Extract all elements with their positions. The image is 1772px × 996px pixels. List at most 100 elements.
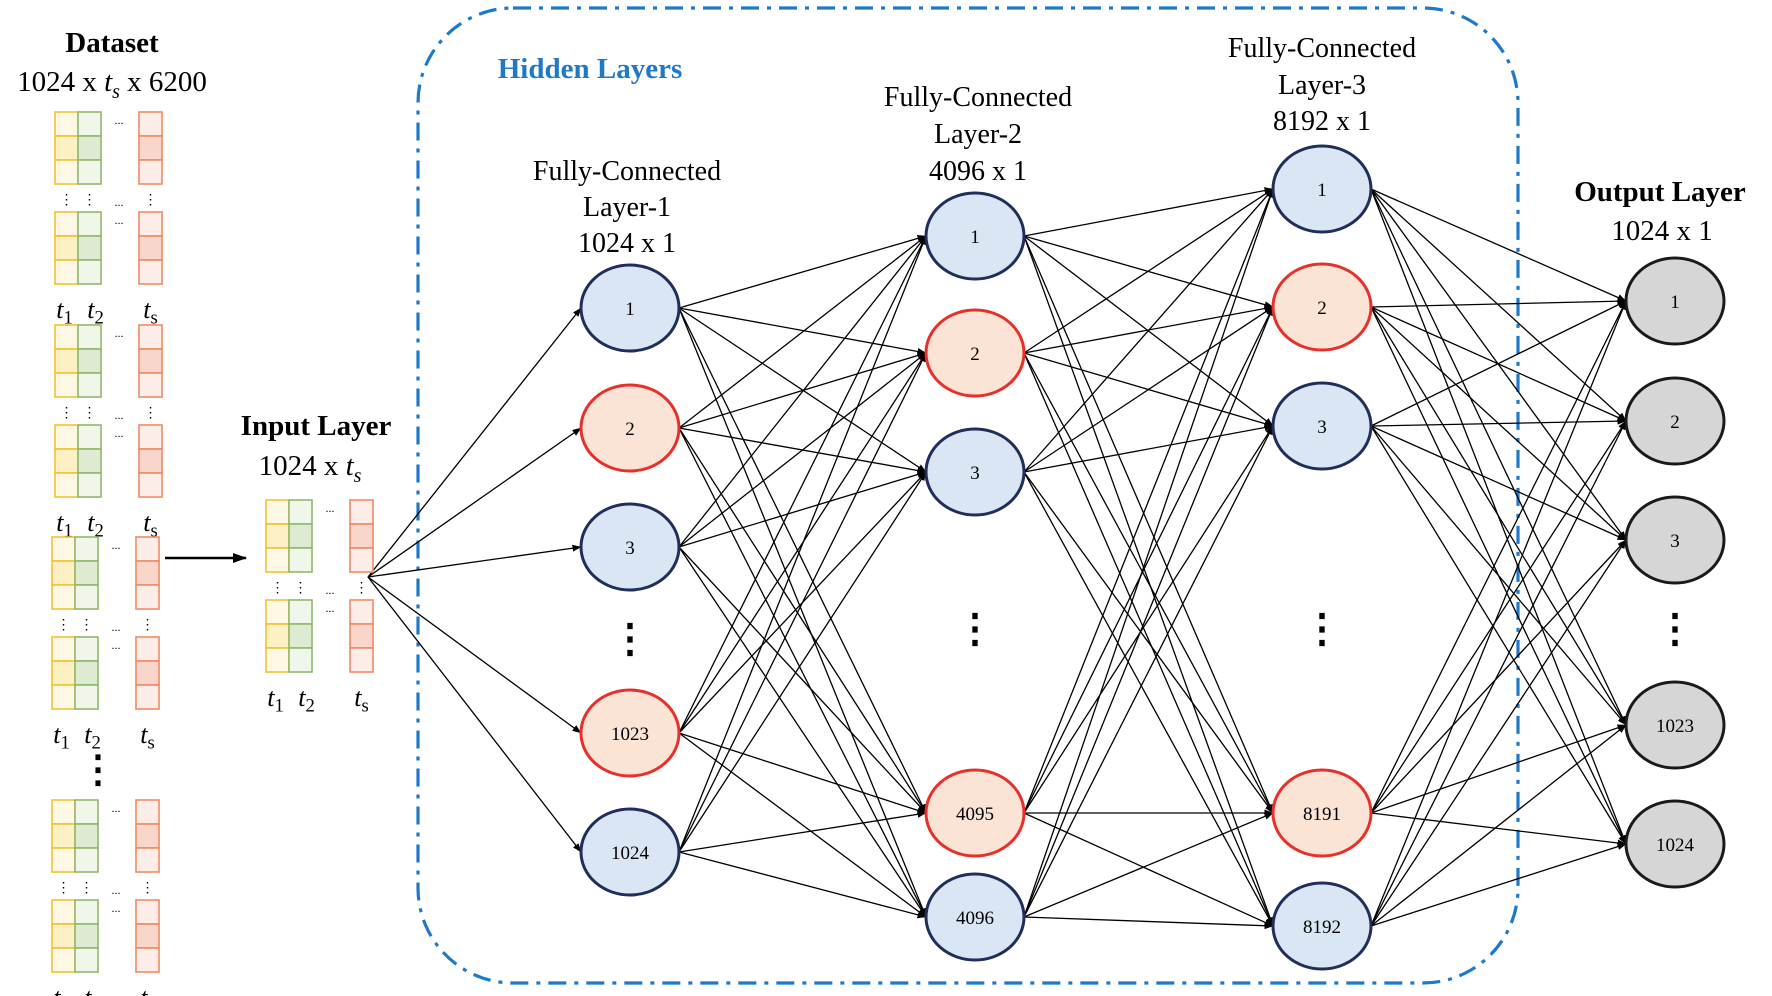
fc1-node-3: 3 [579,502,681,592]
hidden-layers-frame [416,6,1520,985]
matrix-cell [51,660,76,686]
matrix-cell-tint [76,538,97,560]
connection-edge [678,471,927,853]
connection-edge [1370,843,1627,927]
connection-edge [1023,352,1274,814]
fc2-node-circle [924,427,1026,517]
fc3-node-circle [1271,262,1373,352]
connection-edge [678,810,927,853]
matrix-cell-tint [137,801,158,823]
matrix-cell-tint [53,586,74,608]
matrix-cell-tint [140,374,161,396]
connection-edge [678,235,927,309]
matrix-dots: ... [112,620,121,634]
matrix-cell [74,947,99,973]
connection-edge [1023,916,1274,930]
matrix-cell-tint [140,474,161,496]
matrix-cell-tint [267,649,288,671]
input-edge [367,576,582,853]
matrix-dots: ... [115,326,124,340]
matrix-cell [138,259,163,285]
output-node-ellipsis: ⋮ [1655,606,1695,651]
connection-edge [1370,420,1627,927]
connection-edge [678,352,927,548]
matrix-cell [74,660,99,686]
connection-edge [678,307,927,918]
fc2-node-4095: 4095 [924,768,1026,858]
matrix-cell [138,235,163,261]
matrix-dots: ... [326,501,335,515]
fc3-node-1: 1 [1271,144,1373,234]
matrix-cell [138,472,163,498]
label-t2: t2 [87,508,104,542]
matrix-cell [135,560,160,586]
matrix-cell [135,923,160,949]
input-layer-shape: 1024 x ts [259,450,362,487]
label-t1: t1 [56,295,73,329]
label-t2: t2 [84,720,101,754]
matrix-cell-tint [76,901,97,923]
matrix-cell [349,547,374,573]
connection-edge [1023,188,1274,918]
matrix-vertical-dots: ⋮ [57,881,71,896]
fc2-node-label: 4095 [956,804,994,825]
connection-edge [1023,424,1274,473]
matrix-cell-tint [267,601,288,623]
matrix-cell [77,135,102,161]
matrix-cell [77,448,102,474]
fc3-header-line2: Layer-3 [1278,70,1366,101]
matrix-cell-tint [53,686,74,708]
matrix-cell [77,372,102,398]
connection-edge [1370,188,1627,422]
connection-edge [1023,235,1274,814]
fc1-node-ellipsis: ⋮ [610,616,650,661]
input-edge [367,576,582,734]
dataset-shape: 1024 x ts x 6200 [17,66,207,103]
matrix-cell [135,847,160,873]
matrix-dots: ... [326,601,335,615]
fc2-node-label: 2 [970,344,980,365]
matrix-dots: ... [112,538,121,552]
fc2-node-3: 3 [924,427,1026,517]
matrix-cell-tint [79,261,100,283]
matrix-cell-tint [290,649,311,671]
matrix-cell-tint [137,686,158,708]
matrix-cell [135,684,160,710]
matrix-dots: ... [112,638,121,652]
fc3-node-circle [1271,381,1373,471]
matrix-cell [288,547,313,573]
fc1-node-1: 1 [579,263,681,353]
matrix-cell-tint [137,638,158,660]
label-t2: t2 [87,295,104,329]
matrix-cell-tint [56,261,77,283]
matrix-cell-tint [267,549,288,571]
connection-edge [1023,425,1274,918]
matrix-dots: ... [112,801,121,815]
fc1-node-label: 3 [625,538,635,559]
fc1-node-circle [579,688,681,778]
matrix-vertical-dots: ⋮ [144,193,158,208]
fc1-node-label: 2 [625,419,635,440]
fc1-header-line2: Layer-1 [583,192,671,223]
matrix-cell-tint [79,326,100,348]
matrix-cell [74,923,99,949]
fc3-node-8191: 8191 [1271,768,1373,858]
matrix-cell [138,135,163,161]
matrix-vertical-dots: ⋮ [80,881,94,896]
connection-edge [1370,812,1627,847]
fc1-header-line1: Fully-Connected [533,156,721,187]
connection-edge [678,307,927,814]
matrix-cell-tint [140,213,161,235]
matrix-cell [54,135,79,161]
connection-edge [1023,188,1274,473]
label-t1: t1 [53,720,70,754]
matrix-cell-tint [76,949,97,971]
matrix-cell [77,259,102,285]
connection-edge [1023,306,1274,473]
matrix-cell-tint [137,538,158,560]
connection-edge [1370,306,1627,726]
